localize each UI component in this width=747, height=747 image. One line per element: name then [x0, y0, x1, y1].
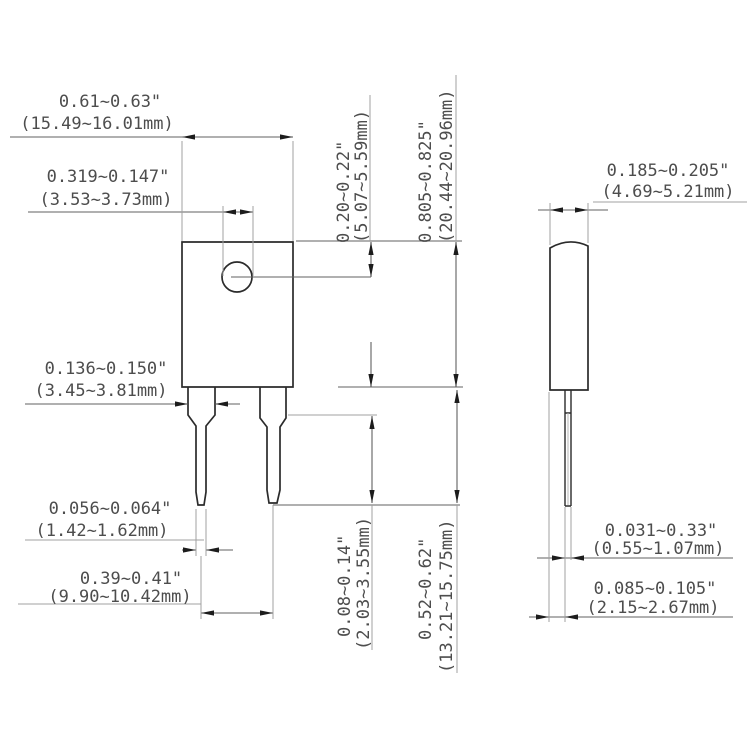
front-view: [181, 241, 294, 506]
dim-lead-width-inch: 0.056~0.064": [49, 499, 172, 519]
dim-lead-offset-mm: (2.15~2.67mm): [586, 598, 719, 618]
package-body-outline: [181, 241, 294, 388]
dim-shoulder-width-inch: 0.136~0.150": [45, 359, 168, 379]
dim-body-width-mm: (15.49~16.01mm): [20, 114, 174, 134]
side-body-outline: [549, 241, 589, 391]
dim-shoulder-length-inch: 0.08~0.14": [335, 535, 355, 637]
dim-body-height-mm: (20.44~20.96mm): [437, 89, 457, 243]
dim-hole-offset-mm: (5.07~5.59mm): [352, 110, 372, 243]
dim-lead-thickness-inch: 0.031~0.33": [605, 521, 718, 541]
dimension-lines: [10, 136, 733, 618]
dim-lead-length-mm: (13.21~15.75mm): [437, 519, 457, 673]
dim-hole-diameter-mm: (3.53~3.73mm): [39, 190, 172, 210]
dimension-labels: 0.61~0.63" (15.49~16.01mm) 0.319~0.147" …: [20, 89, 734, 673]
left-lead-outline: [187, 387, 216, 506]
dim-lead-pitch-inch: 0.39~0.41": [80, 569, 182, 589]
dim-lead-width-mm: (1.42~1.62mm): [35, 521, 168, 541]
side-lead-outline: [564, 390, 572, 507]
dimension-arrowheads: [175, 134, 588, 620]
dim-shoulder-width-mm: (3.45~3.81mm): [34, 381, 167, 401]
dim-body-thickness-mm: (4.69~5.21mm): [601, 182, 734, 202]
dim-body-height-inch: 0.805~0.825": [416, 120, 436, 243]
dim-lead-thickness-mm: (0.55~1.07mm): [591, 539, 724, 559]
dim-lead-length-inch: 0.52~0.62": [416, 538, 436, 640]
side-view: [549, 241, 589, 507]
dim-hole-offset-inch: 0.20~0.22": [334, 141, 354, 243]
dim-body-thickness-inch: 0.185~0.205": [607, 161, 730, 181]
dim-hole-diameter-inch: 0.319~0.147": [47, 167, 170, 187]
dim-shoulder-length-mm: (2.03~3.55mm): [354, 517, 374, 650]
dim-lead-pitch-mm: (9.90~10.42mm): [48, 587, 191, 607]
right-lead-outline: [259, 387, 287, 504]
dim-lead-offset-inch: 0.085~0.105": [594, 579, 717, 599]
dim-body-width-inch: 0.61~0.63": [59, 92, 161, 112]
